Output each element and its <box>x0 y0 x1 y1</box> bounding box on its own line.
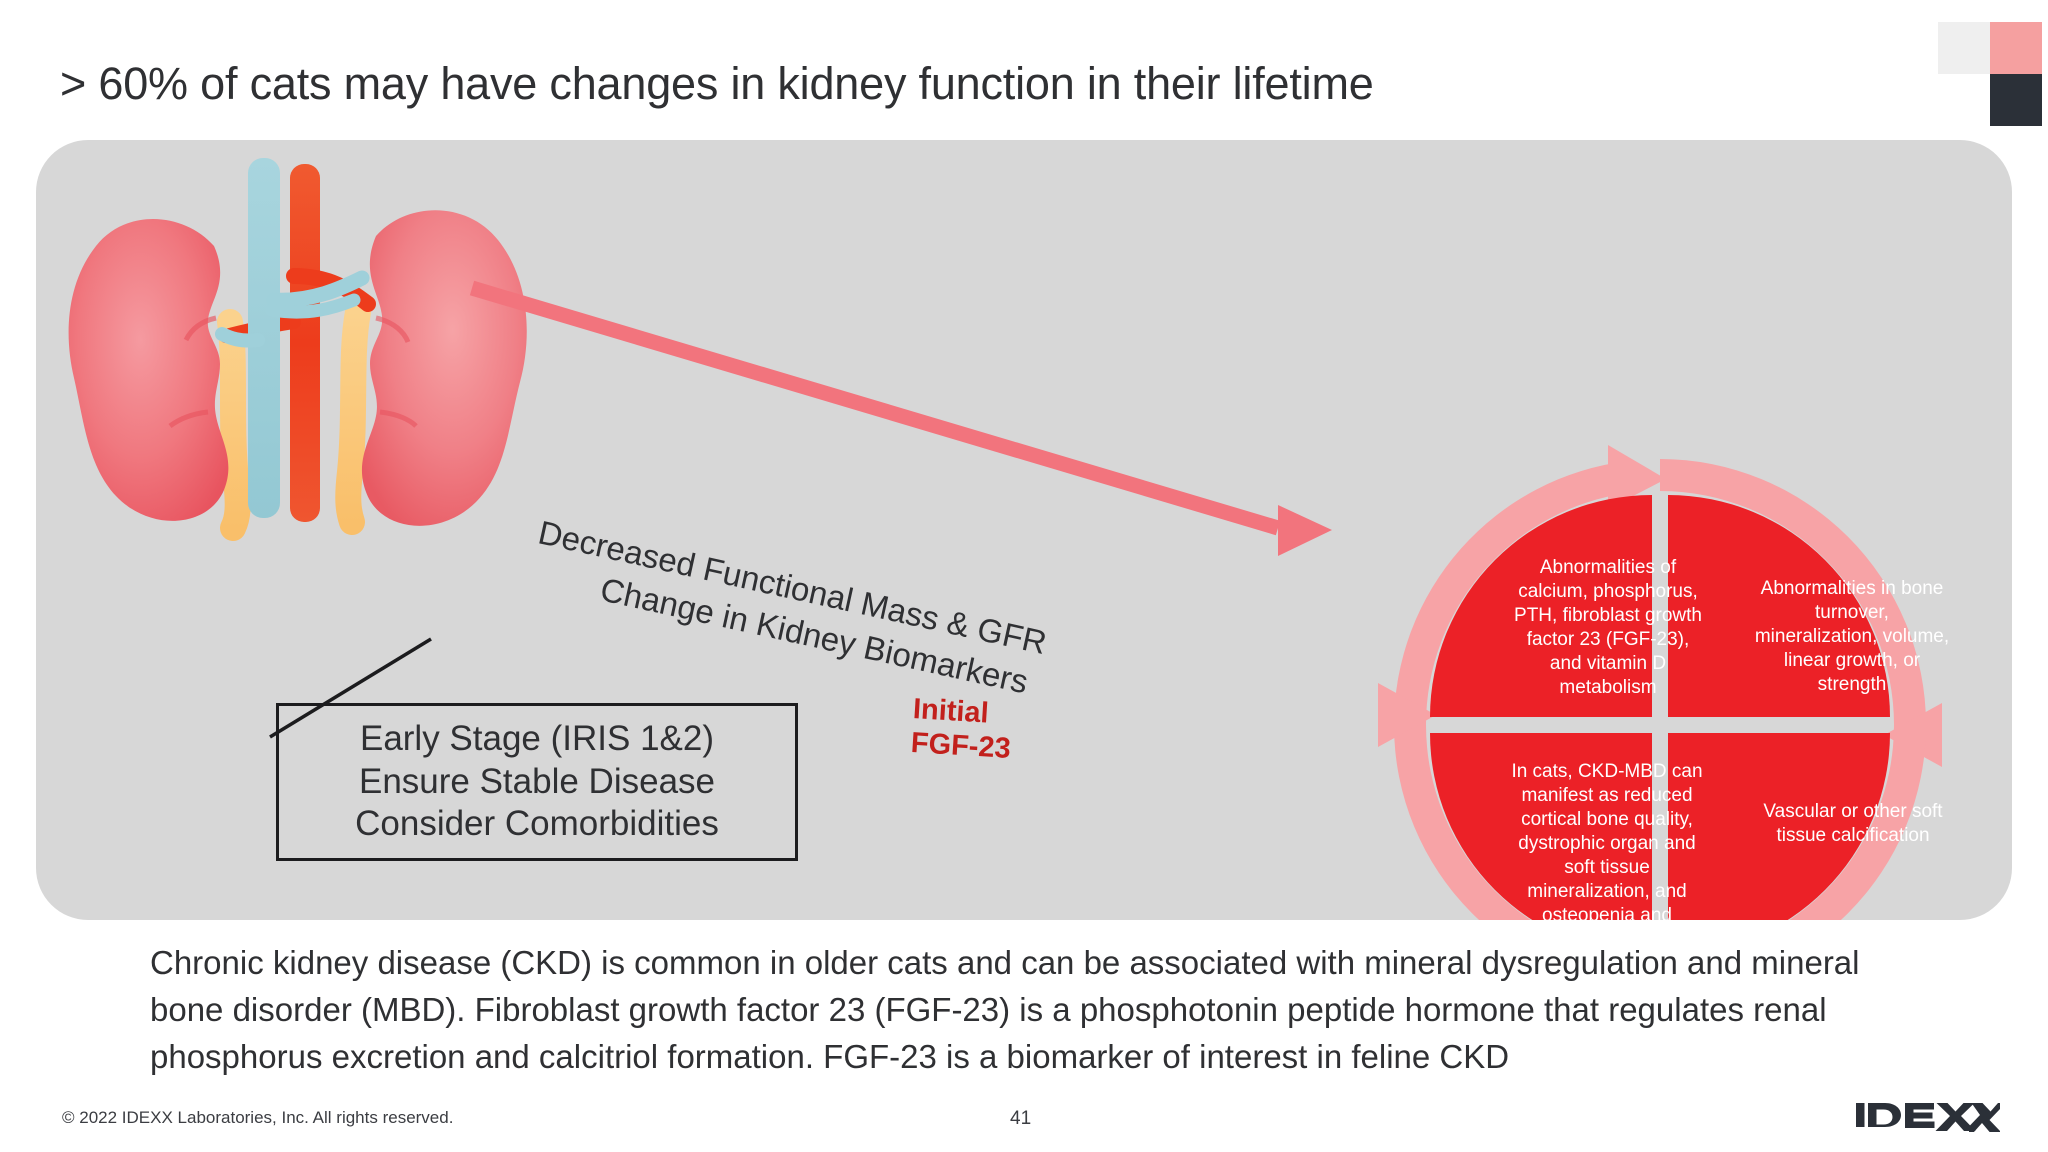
corner-block-dark <box>1990 74 2042 126</box>
early-stage-callout-box: Early Stage (IRIS 1&2) Ensure Stable Dis… <box>276 703 798 861</box>
cycle-quadrants <box>1430 495 1890 920</box>
early-stage-line2: Ensure Stable Disease <box>358 761 716 801</box>
decorative-corner-blocks <box>1938 0 2048 126</box>
initial-fgf23-line2: FGF-23 <box>909 726 1012 765</box>
cycle-arrows <box>1378 445 1942 920</box>
label-initial-fgf23: Initial FGF-23 <box>910 693 1014 767</box>
early-stage-line3: Consider Comorbidities <box>355 804 719 844</box>
caption-paragraph: Chronic kidney disease (CKD) is common i… <box>150 944 1860 1075</box>
content-panel: Decreased Functional Mass & GFR Change i… <box>36 140 2012 920</box>
ckd-mbd-cycle-diagram <box>1378 445 1942 920</box>
flow-arrow-icon <box>469 280 1332 556</box>
corner-block-light <box>1938 22 1990 74</box>
early-stage-line1: Early Stage (IRIS 1&2) <box>359 718 715 758</box>
corner-block-pink <box>1990 22 2042 74</box>
footer-page-number: 41 <box>1010 1108 1032 1129</box>
page-title: > 60% of cats may have changes in kidney… <box>60 58 1374 109</box>
leader-line <box>269 637 432 739</box>
footer-copyright: © 2022 IDEXX Laboratories, Inc. All righ… <box>62 1108 454 1127</box>
idexx-logo <box>1856 1103 2000 1132</box>
